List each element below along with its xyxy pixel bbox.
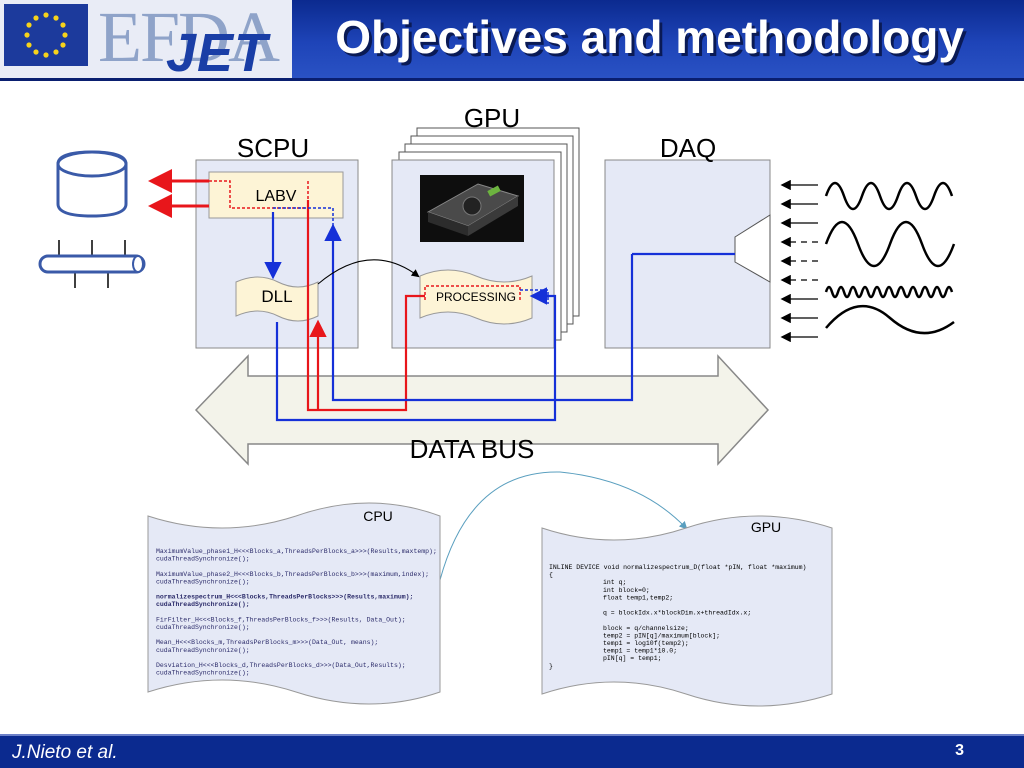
input-arrows xyxy=(780,179,818,343)
logo-panel: EFDA JET xyxy=(0,0,292,83)
author-text: J.Nieto et al. xyxy=(12,742,118,763)
cpu-code-block: MaximumValue_phase1_H<<<Blocks_a,Threads… xyxy=(156,548,437,677)
network-bus-icon xyxy=(38,240,146,288)
code-line: INLINE DEVICE void normalizespectrum_D(f… xyxy=(549,564,806,571)
signal-waveforms xyxy=(824,181,956,335)
gpu-code-block: INLINE DEVICE void normalizespectrum_D(f… xyxy=(549,564,806,670)
code-line: MaximumValue_phase1_H<<<Blocks_a,Threads… xyxy=(156,548,437,555)
code-line: int q; xyxy=(603,579,626,586)
code-line: cudaThreadSynchronize(); xyxy=(156,601,250,608)
code-line: cudaThreadSynchronize(); xyxy=(156,670,250,677)
gpu-code-title: GPU xyxy=(751,519,781,535)
labv-label: LABV xyxy=(256,188,297,205)
code-line: q = blockIdx.x*blockDim.x+threadIdx.x; xyxy=(603,610,751,617)
code-line: cudaThreadSynchronize(); xyxy=(156,556,250,563)
code-line: normalizespectrum_H<<<Blocks,ThreadsPerB… xyxy=(156,594,413,601)
header-underline xyxy=(0,78,1024,81)
jet-logo-text: JET xyxy=(166,23,269,83)
data-bus-arrow xyxy=(194,354,770,466)
code-line: cudaThreadSynchronize(); xyxy=(156,624,250,631)
blue-data-path-1 xyxy=(275,287,557,422)
red-dashed-processing xyxy=(424,285,521,300)
code-line: temp2 = pIN[q]/maximum[block]; xyxy=(603,632,720,639)
code-line: temp1 = temp1*10.0; xyxy=(603,648,677,655)
footer-line xyxy=(0,734,1024,736)
code-line: cudaThreadSynchronize(); xyxy=(156,647,250,654)
red-dashed-labv xyxy=(209,180,309,209)
code-line: { xyxy=(549,572,553,579)
code-line: block = q/channelsize; xyxy=(603,625,689,632)
gpu-code-panel xyxy=(541,515,833,707)
daq-label: DAQ xyxy=(660,133,716,163)
code-line: cudaThreadSynchronize(); xyxy=(156,578,250,585)
code-line: pIN[q] = temp1; xyxy=(603,655,662,662)
dll-label: DLL xyxy=(261,287,292,306)
code-line: Mean_H<<<Blocks_m,ThreadsPerBlocks_m>>>(… xyxy=(156,639,378,646)
cpu-code-title: CPU xyxy=(363,508,393,524)
labv-box xyxy=(208,171,344,219)
footer-bar: J.Nieto et al. 3 xyxy=(0,736,1024,768)
code-line: int block=0; xyxy=(603,587,650,594)
data-bus-label: DATA BUS xyxy=(410,434,535,464)
code-line: } xyxy=(549,663,553,670)
eu-flag-icon xyxy=(4,4,88,66)
cpu-code-panel xyxy=(147,502,441,705)
page-number: 3 xyxy=(955,742,964,759)
code-line: Desviation_H<<<Blocks_d,ThreadsPerBlocks… xyxy=(156,662,406,669)
black-arrow-dll-processing xyxy=(317,259,420,285)
blue-dashed-processing xyxy=(520,289,549,304)
code-line: FirFilter_H<<<Blocks_f,ThreadsPerBlocks_… xyxy=(156,616,406,623)
red-data-path xyxy=(306,200,425,412)
processing-shape xyxy=(419,269,533,325)
page-title: Objectives and methodology xyxy=(335,11,964,63)
processing-label: PROCESSING xyxy=(436,290,516,304)
code-line: MaximumValue_phase2_H<<<Blocks_b,Threads… xyxy=(156,571,429,578)
blue-data-path-2 xyxy=(324,223,634,402)
database-icon xyxy=(56,150,128,218)
header-bar: EFDA JET Objectives and methodology xyxy=(0,0,1024,83)
code-line: temp1 = log10f(temp2); xyxy=(603,640,689,647)
gpu-card-icon xyxy=(420,175,524,242)
efda-logo-text: EFDA xyxy=(98,0,280,77)
architecture-diagram: SCPU LABV DLL GPU PROCESSING DAQ xyxy=(38,103,956,707)
gpu-label: GPU xyxy=(464,103,520,133)
scpu-label: SCPU xyxy=(237,133,309,163)
code-link-arrow xyxy=(439,471,688,581)
code-line: float temp1,temp2; xyxy=(603,594,673,601)
blue-dashed-labv xyxy=(273,207,334,230)
